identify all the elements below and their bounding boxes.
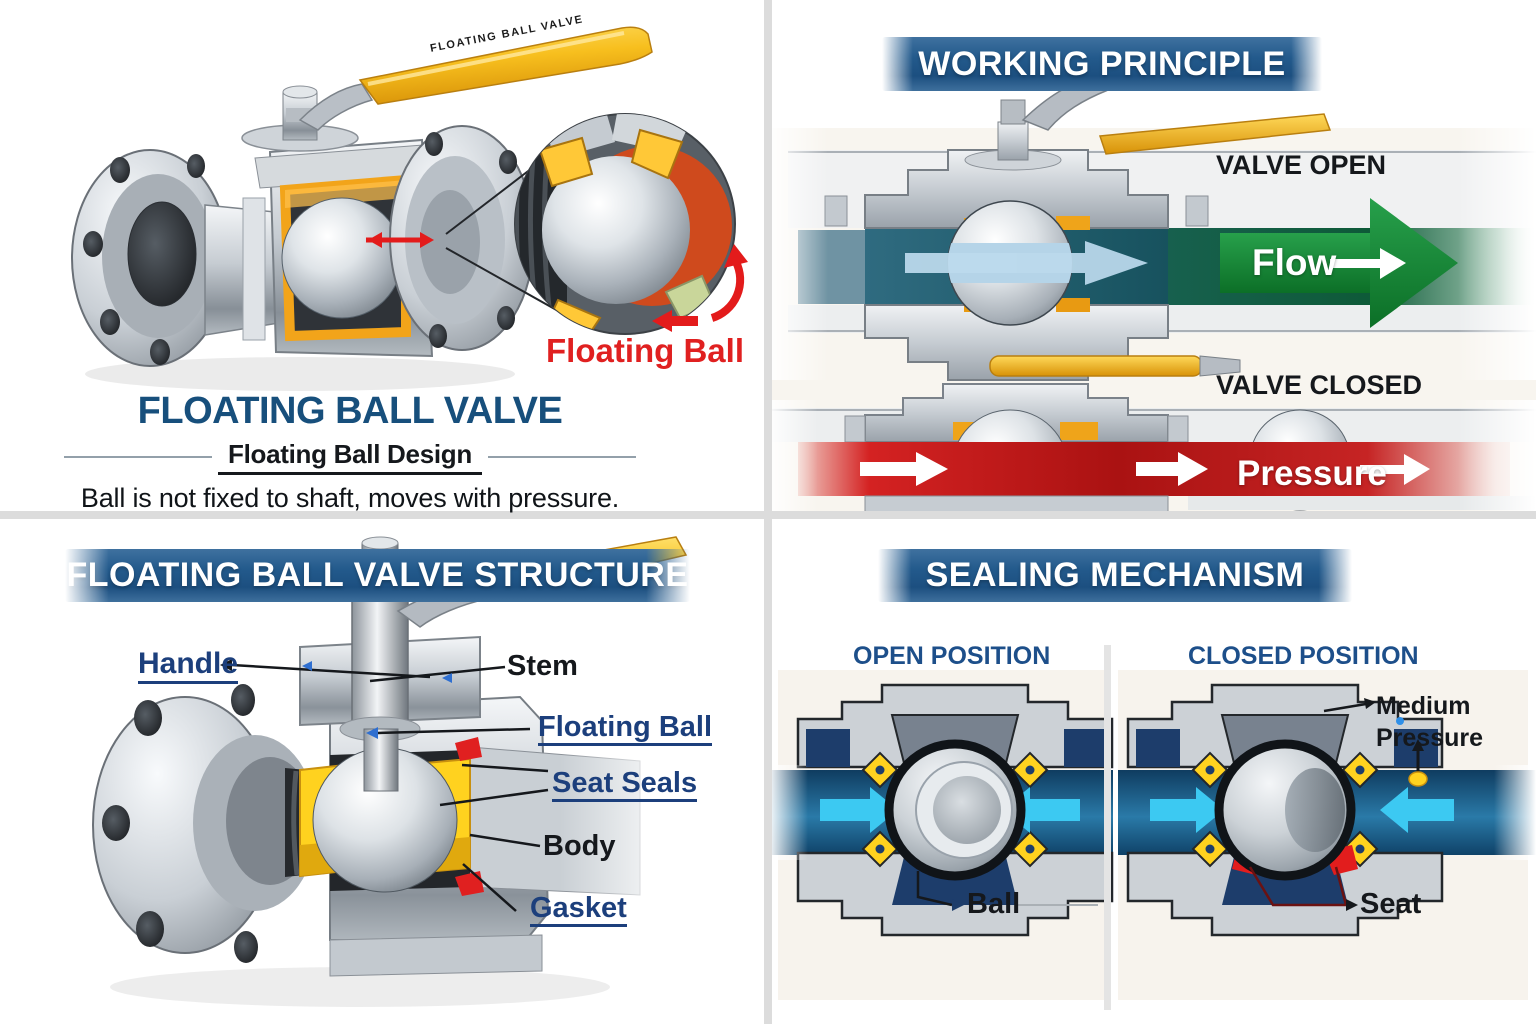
right-flange bbox=[389, 125, 537, 351]
side-bore-shading bbox=[1285, 768, 1345, 852]
gasket-label: Gasket bbox=[530, 893, 627, 928]
pressure-arrow-mid-icon bbox=[1136, 452, 1208, 486]
open-position-label: OPEN POSITION bbox=[853, 642, 1051, 670]
sealing-mechanism-illustration bbox=[768, 670, 1536, 1000]
valve-neck bbox=[204, 197, 286, 341]
subtitle-rule-right bbox=[487, 456, 636, 458]
gasket-red-top bbox=[455, 737, 482, 761]
subtitle: Floating Ball Design bbox=[218, 439, 482, 475]
pressure-label: Pressure bbox=[1237, 454, 1387, 493]
sealing-mechanism-title: SEALING MECHANISM bbox=[925, 556, 1305, 594]
seat-seals-label: Seat Seals bbox=[552, 768, 698, 803]
medium-pressure-label: Medium Pressure bbox=[1376, 692, 1484, 752]
left-flange bbox=[92, 684, 317, 963]
handle-label: Handle bbox=[138, 648, 239, 684]
inward-arrows bbox=[1150, 787, 1454, 833]
floating-ball-label: Floating Ball bbox=[538, 712, 712, 747]
cyan-arrow-left-icon bbox=[820, 799, 870, 821]
valve-shadow bbox=[85, 357, 515, 391]
seat-leader bbox=[1248, 866, 1358, 911]
closed-valve-handle bbox=[989, 355, 1241, 377]
working-principle-illustration bbox=[768, 73, 1536, 515]
cyan-arrow-right-icon bbox=[1408, 799, 1454, 821]
floating-ball-sphere bbox=[281, 197, 403, 319]
closed-position-diagram bbox=[1118, 683, 1536, 937]
sealing-mechanism-banner: SEALING MECHANISM bbox=[878, 549, 1352, 602]
description: Ball is not fixed to shaft, moves with p… bbox=[80, 483, 620, 513]
working-principle-banner: WORKING PRINCIPLE bbox=[882, 37, 1322, 91]
subtitle-row: Floating Ball Design bbox=[40, 439, 660, 475]
handle-arrowhead-icon bbox=[220, 659, 232, 671]
valve-closed-diagram bbox=[768, 355, 1536, 515]
valve-shadow bbox=[110, 967, 610, 1007]
top-assembly bbox=[299, 536, 481, 742]
handle-yellow-grip bbox=[358, 26, 653, 105]
seat-mark bbox=[1060, 422, 1098, 440]
ball-label: Ball bbox=[967, 888, 1021, 920]
body-label: Body bbox=[543, 830, 616, 862]
ball-pointer-arrow bbox=[366, 232, 434, 248]
open-valve-stem bbox=[964, 99, 1062, 171]
structure-title: FLOATING BALL VALVE STRUCTURE bbox=[66, 556, 689, 594]
detail-ball bbox=[542, 156, 690, 304]
pressure-arrow-left-icon bbox=[860, 452, 948, 486]
page-title: FLOATING BALL VALVE bbox=[137, 390, 563, 432]
seat-mark bbox=[1056, 216, 1090, 230]
flow-label: Flow bbox=[1252, 242, 1337, 283]
left-flange bbox=[71, 149, 229, 367]
open-bore bbox=[933, 776, 1001, 844]
stem-label: Stem bbox=[507, 650, 578, 682]
open-position-diagram bbox=[768, 683, 1114, 937]
vertical-divider bbox=[764, 0, 772, 1024]
valve-closed-label: VALVE CLOSED bbox=[1216, 370, 1423, 400]
pressure-arrow-right-icon bbox=[1360, 454, 1430, 485]
flow-arrow-shaft-icon bbox=[1330, 259, 1380, 268]
floating-ball-callout-label: Floating Ball bbox=[546, 332, 744, 369]
medium-pressure-leader bbox=[1323, 698, 1428, 787]
subtitle-rule-left bbox=[64, 456, 213, 458]
cyan-arrow-right-icon bbox=[1030, 799, 1080, 821]
valve-handle bbox=[298, 26, 653, 131]
cyan-arrow-left-icon bbox=[1150, 799, 1196, 821]
leader-lines bbox=[231, 663, 549, 912]
structure-banner: FLOATING BALL VALVE STRUCTURE bbox=[65, 549, 690, 602]
seat-label: Seat bbox=[1360, 888, 1422, 920]
detail-callout-circle bbox=[514, 113, 748, 335]
main-valve-illustration bbox=[71, 26, 748, 391]
flow-arrowhead-icon bbox=[1380, 248, 1406, 279]
working-principle-title: WORKING PRINCIPLE bbox=[918, 44, 1286, 83]
ball-leader bbox=[916, 871, 1098, 911]
flow-arrow bbox=[1220, 198, 1458, 328]
title-block: FLOATING BALL VALVE Floating Ball Design… bbox=[40, 392, 660, 514]
valve-open-label: VALVE OPEN bbox=[1216, 150, 1387, 180]
ball-arrowhead-icon bbox=[366, 727, 378, 739]
flow-through-arrow-icon bbox=[905, 241, 1148, 285]
closed-position-label: CLOSED POSITION bbox=[1188, 642, 1419, 670]
stem-lower bbox=[363, 728, 399, 792]
position-divider bbox=[1104, 645, 1111, 1010]
rotation-arrow-icon bbox=[710, 260, 745, 322]
valve-open-diagram bbox=[768, 73, 1536, 381]
